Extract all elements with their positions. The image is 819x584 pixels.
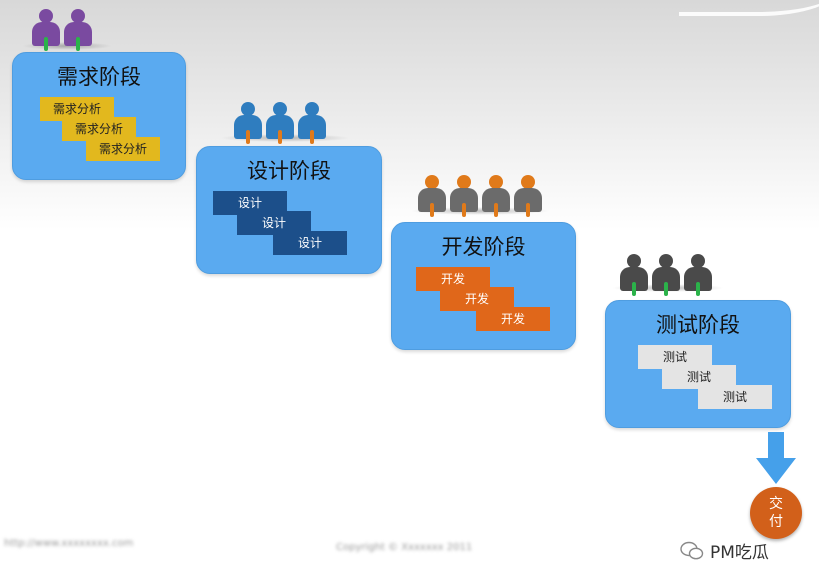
person-icon: [298, 102, 326, 144]
wechat-icon: [680, 541, 704, 559]
down-arrow-icon: [756, 432, 796, 484]
stage-3-people: [418, 175, 542, 217]
footer-url-blurred: http://www.xxxxxxxx.com: [4, 538, 134, 549]
people-shadow: [410, 207, 550, 215]
stage-title: 需求阶段: [57, 65, 141, 89]
footer-copyright-blurred: Copyright © Xxxxxxx 2011: [336, 542, 473, 553]
person-icon: [482, 175, 510, 217]
step-item: 开发: [476, 307, 550, 331]
stage-development: 开发阶段 开发 开发 开发: [391, 222, 576, 350]
person-icon: [620, 254, 648, 296]
stage-title: 开发阶段: [441, 235, 526, 259]
stage-title: 设计阶段: [247, 159, 331, 183]
person-icon: [684, 254, 712, 296]
decorative-curve: [679, 0, 819, 16]
person-icon: [652, 254, 680, 296]
person-icon: [234, 102, 262, 144]
stage-testing: 测试阶段 测试 测试 测试: [605, 300, 791, 428]
stage-4-people: [620, 254, 712, 296]
person-icon: [32, 9, 60, 51]
person-icon: [64, 9, 92, 51]
stage-1-people: [32, 9, 92, 51]
step-item: 设计: [273, 231, 347, 255]
person-icon: [514, 175, 542, 217]
brand-name: PM吃瓜: [710, 543, 769, 563]
step-item: 需求分析: [86, 137, 160, 161]
person-icon: [450, 175, 478, 217]
stage-2-people: [234, 102, 326, 144]
person-icon: [418, 175, 446, 217]
deliver-badge: 交付: [750, 487, 802, 539]
footer-brand: PM吃瓜: [680, 538, 769, 563]
arrow-shape: [756, 432, 796, 484]
stage-requirements: 需求阶段 需求分析 需求分析 需求分析: [12, 52, 186, 180]
person-icon: [266, 102, 294, 144]
people-shadow: [22, 42, 112, 50]
deliver-label: 交付: [769, 496, 783, 530]
step-item: 测试: [698, 385, 772, 409]
stage-title: 测试阶段: [656, 313, 740, 337]
stage-design: 设计阶段 设计 设计 设计: [196, 146, 382, 274]
